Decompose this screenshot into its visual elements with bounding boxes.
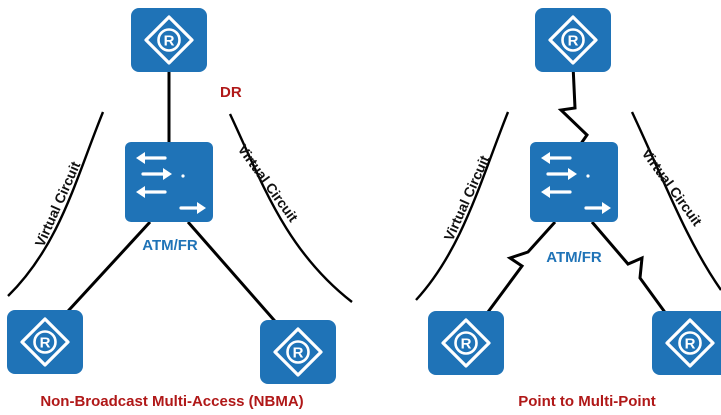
left-diagram: DR ATM/FR Virtual Circuit Virtual Circui… bbox=[5, 6, 353, 410]
vc-label-right: Virtual Circuit bbox=[639, 145, 706, 229]
left-caption: Non-Broadcast Multi-Access (NBMA) bbox=[40, 393, 303, 410]
serial-link-top bbox=[557, 64, 589, 146]
router-icon bbox=[258, 318, 338, 386]
router-icon bbox=[426, 309, 506, 377]
vc-curve-left bbox=[7, 111, 105, 297]
right-diagram: ATM/FR Virtual Circuit Virtual Circuit P… bbox=[415, 6, 721, 410]
right-caption: Point to Multi-Point bbox=[518, 393, 655, 410]
router-icon bbox=[5, 308, 85, 376]
serial-link-left bbox=[486, 220, 557, 313]
switch-label: ATM/FR bbox=[142, 237, 198, 254]
dr-label: DR bbox=[220, 84, 242, 101]
switch-icon bbox=[528, 140, 620, 224]
vc-label-left: Virtual Circuit bbox=[441, 153, 493, 243]
vc-curve-left bbox=[415, 111, 510, 301]
switch-icon bbox=[123, 140, 215, 224]
link-right bbox=[186, 221, 290, 337]
router-icon bbox=[129, 6, 209, 74]
vc-curve-right bbox=[630, 111, 721, 291]
switch-label: ATM/FR bbox=[546, 249, 602, 266]
link-left bbox=[56, 220, 152, 324]
router-icon bbox=[533, 6, 613, 74]
vc-curve-right bbox=[228, 113, 353, 303]
vc-label-right: Virtual Circuit bbox=[235, 141, 302, 225]
router-icon bbox=[650, 309, 721, 377]
vc-label-left: Virtual Circuit bbox=[32, 159, 84, 249]
serial-link-right bbox=[590, 221, 674, 323]
